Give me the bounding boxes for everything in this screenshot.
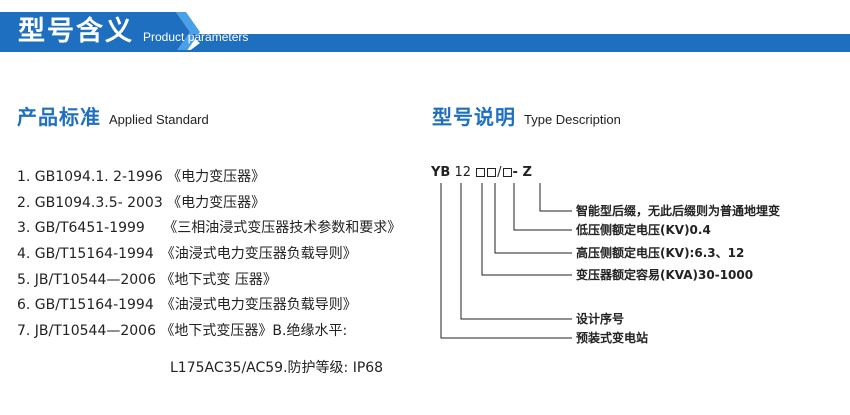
desc-capacity: 变压器额定容易(KVA)30-1000 bbox=[576, 268, 754, 282]
desc-suffix: 智能型后缀，无此后缀则为普通地埋变 bbox=[576, 204, 781, 218]
code-suffix: - Z bbox=[512, 165, 532, 180]
standard-item: 1. GB1094.1. 2-1996 《电力变压器》 bbox=[17, 169, 266, 185]
desc-product-type: 预装式变电站 bbox=[576, 331, 649, 345]
header-banner: 型号含义 Product parameters bbox=[0, 12, 850, 52]
standard-item: 2. GB1094.3.5- 2003 《电力变压器》 bbox=[17, 194, 266, 211]
desc-high-voltage: 高压侧额定电压(KV):6.3、12 bbox=[576, 246, 745, 260]
type-title-en: Type Description bbox=[524, 112, 621, 127]
type-title-cn: 型号说明 bbox=[432, 105, 516, 129]
code-slash: / bbox=[497, 165, 502, 180]
code-number: 12 bbox=[454, 165, 472, 180]
code-prefix: YB bbox=[431, 165, 451, 180]
standard-item: 5. JB/T10544—2006 《地下式变 压器》 bbox=[17, 271, 277, 288]
type-heading: 型号说明 Type Description bbox=[432, 101, 621, 130]
standard-list: 1. GB1094.1. 2-1996 《电力变压器》 2. GB1094.3.… bbox=[17, 165, 401, 345]
desc-low-voltage: 低压侧额定电压(KV)0.4 bbox=[576, 223, 711, 237]
standard-title-en: Applied Standard bbox=[109, 112, 209, 127]
model-code: YB 12 / - Z bbox=[431, 165, 532, 180]
banner-background bbox=[0, 12, 850, 52]
banner-subtitle: Product parameters bbox=[143, 30, 249, 44]
desc-design-number: 设计序号 bbox=[576, 312, 625, 326]
standard-item: 4. GB/T15164-1994 《油浸式电力变压器负载导则》 bbox=[17, 246, 357, 263]
standard-item: 3. GB/T6451-1999 《三相油浸式变压器技术参数和要求》 bbox=[17, 220, 402, 237]
banner-title: 型号含义 bbox=[18, 16, 134, 47]
placeholder-box bbox=[476, 168, 486, 177]
standard-title-cn: 产品标准 bbox=[17, 105, 101, 129]
standard-item: 6. GB/T15164-1994 《油浸式电力变压器负载导则》 bbox=[17, 297, 357, 314]
standard-heading: 产品标准 Applied Standard bbox=[17, 101, 209, 130]
standard-item-continuation: L175AC35/AC59.防护等级: IP68 bbox=[170, 360, 384, 376]
placeholder-box bbox=[487, 168, 497, 177]
standard-item: 7. JB/T10544—2006 《地下式变压器》B.绝缘水平: bbox=[17, 323, 348, 340]
placeholder-box bbox=[502, 168, 512, 177]
